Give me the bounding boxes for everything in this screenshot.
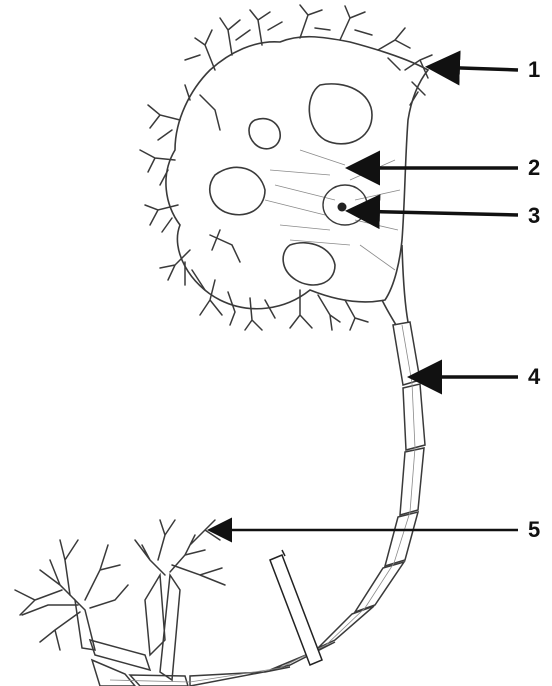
axon-core xyxy=(110,325,415,682)
cell-body xyxy=(166,37,428,309)
terminal-branches xyxy=(75,575,180,680)
arrow-3 xyxy=(352,211,518,215)
label-5: 5 xyxy=(528,519,540,541)
axon-myelin xyxy=(92,322,425,686)
label-1: 1 xyxy=(528,59,540,81)
cut-marker xyxy=(270,550,322,665)
label-3: 3 xyxy=(528,205,540,227)
nucleus xyxy=(323,185,367,225)
leader-arrows xyxy=(212,67,518,530)
axon-hillock xyxy=(382,245,408,325)
label-2: 2 xyxy=(528,157,540,179)
label-4: 4 xyxy=(528,366,540,388)
axon-terminals xyxy=(15,520,225,650)
arrow-1 xyxy=(432,67,518,70)
